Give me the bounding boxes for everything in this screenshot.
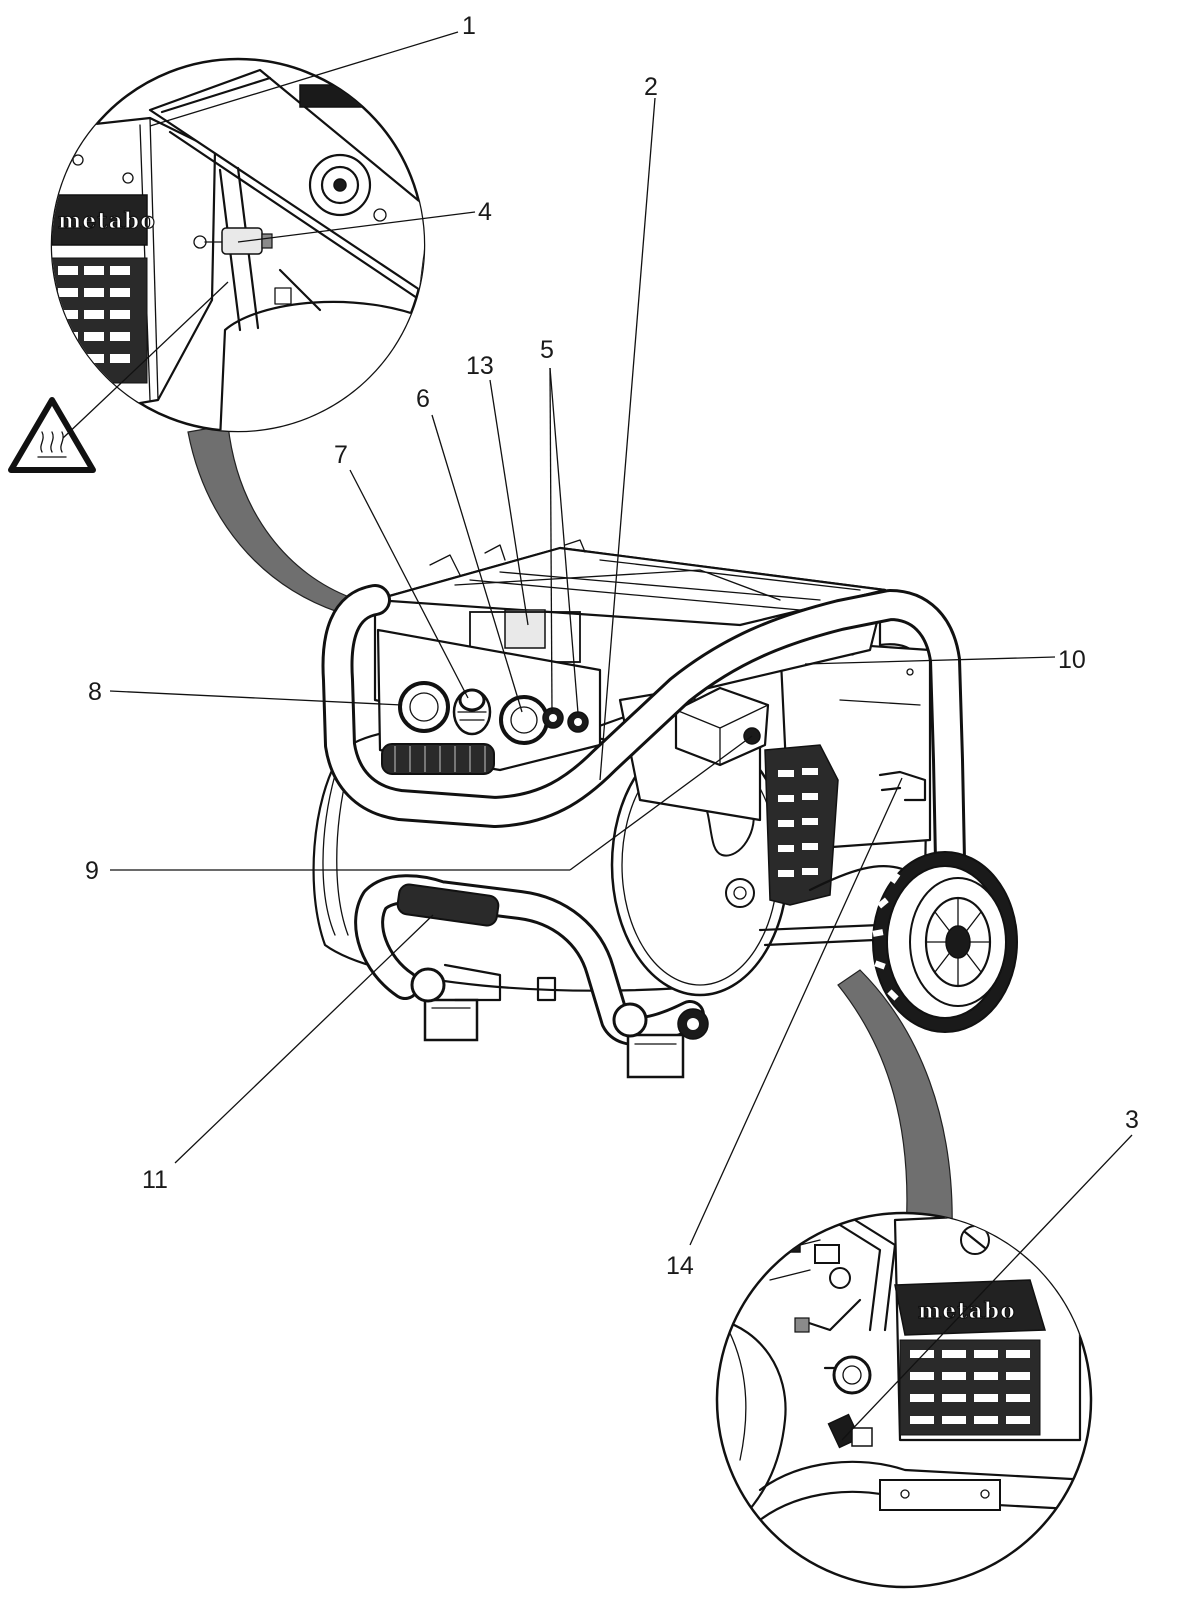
callout-9: 9	[85, 857, 99, 885]
quick-couplings	[542, 707, 589, 733]
leader-lines	[62, 31, 1133, 1441]
rubber-feet	[410, 963, 685, 1079]
brand-logo-bottom: metabo	[918, 1298, 1016, 1324]
air-compressor-icon	[312, 539, 1018, 1079]
brand-plate-bottom	[894, 1279, 1046, 1336]
switch-toggle-detail	[827, 1413, 873, 1449]
on-off-switch-box	[674, 686, 770, 767]
callout-6: 6	[416, 385, 430, 413]
detail-connector-band-top	[187, 424, 354, 613]
callout-14: 14	[666, 1252, 694, 1280]
transport-wheel	[872, 851, 1018, 1033]
hot-surface-warning-icon	[8, 397, 96, 473]
lower-handle-grip	[396, 883, 500, 927]
detail-view-top: metabo	[50, 57, 426, 433]
pressure-regulator-knob	[452, 688, 492, 736]
cooling-grille-bottom	[899, 1339, 1041, 1436]
callout-2: 2	[644, 73, 658, 101]
callout-7: 7	[334, 441, 348, 469]
callout-13: 13	[466, 352, 494, 380]
motor-grille	[764, 744, 839, 906]
callout-labels: 1 2 3 4 5 6 7 8 9 10 11 13 14	[85, 12, 1139, 1280]
cooling-grille-top	[52, 257, 148, 384]
tank-pressure-gauge	[499, 695, 549, 745]
callout-11: 11	[142, 1166, 168, 1194]
callout-3: 3	[1125, 1106, 1139, 1134]
brand-logo-top: metabo	[58, 208, 156, 234]
detail-view-bottom: metabo	[715, 1211, 1093, 1589]
callout-1: 1	[462, 12, 476, 40]
callout-5: 5	[540, 336, 554, 364]
callout-4: 4	[478, 198, 492, 226]
pressure-switch-detail	[823, 1355, 872, 1395]
callout-8: 8	[88, 678, 102, 706]
callout-10: 10	[1058, 646, 1086, 674]
front-handle-grip	[381, 743, 495, 775]
outlet-pressure-gauge	[398, 681, 450, 733]
drain-bolt	[725, 878, 755, 908]
